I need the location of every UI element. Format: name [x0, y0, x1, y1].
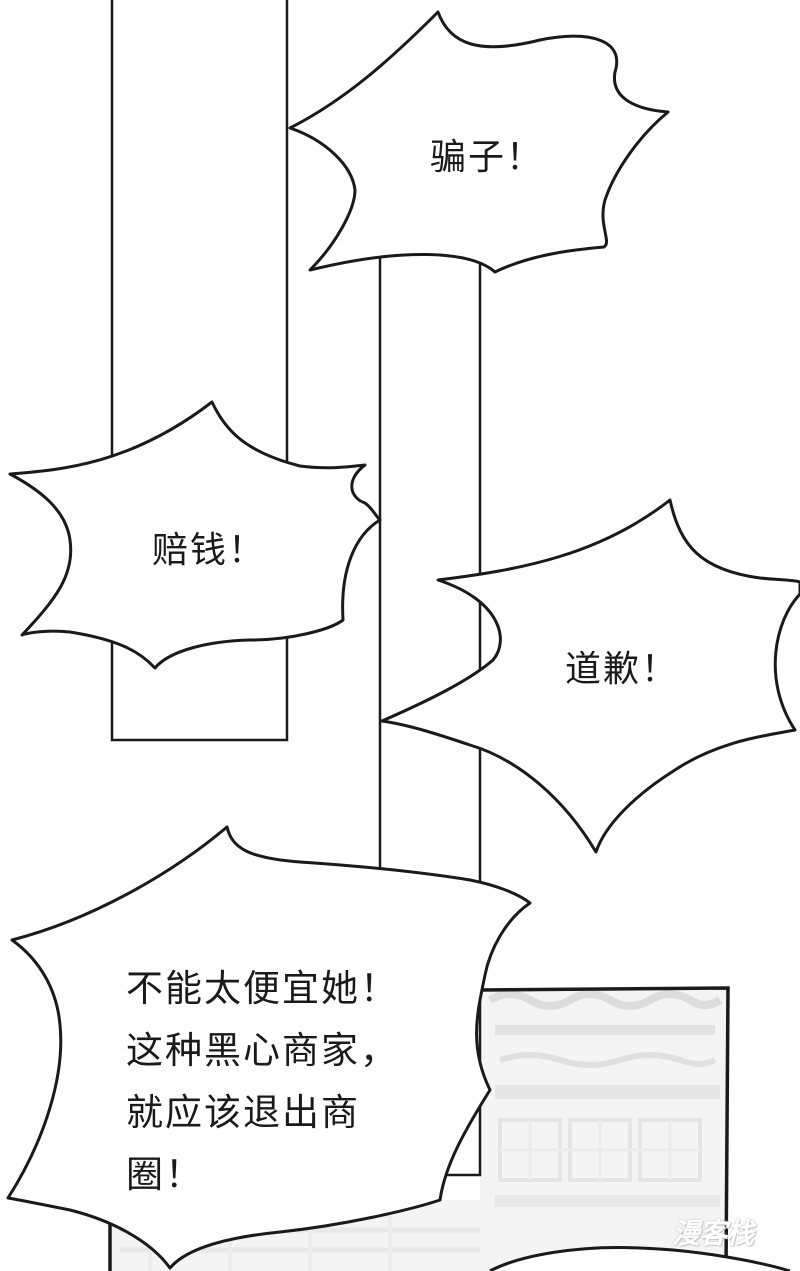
building-background — [110, 990, 728, 1271]
speech-bubble-1 — [288, 10, 670, 274]
speech-bubble-partial — [489, 1246, 791, 1271]
bubble-4-line-1: 不能太便宜她！ — [126, 967, 399, 1010]
bubble-2-text: 赔钱！ — [152, 530, 267, 571]
speech-bubble-4 — [6, 825, 532, 1270]
bubble-1-text: 骗子！ — [430, 137, 545, 178]
bubble-4-line-4: 圈！ — [126, 1153, 204, 1196]
bubble-3-text: 道歉！ — [565, 649, 680, 690]
bubble-4-line-2: 这种黑心商家， — [126, 1029, 399, 1072]
watermark-logo: 漫客栈 — [672, 1217, 754, 1250]
speech-bubble-3 — [380, 498, 800, 854]
bubble-4-line-3: 就应该退出商 — [126, 1091, 360, 1134]
speech-bubble-2 — [8, 400, 382, 670]
bubble-4-text: 不能太便宜她！ 这种黑心商家， 就应该退出商 圈！ — [126, 958, 399, 1206]
